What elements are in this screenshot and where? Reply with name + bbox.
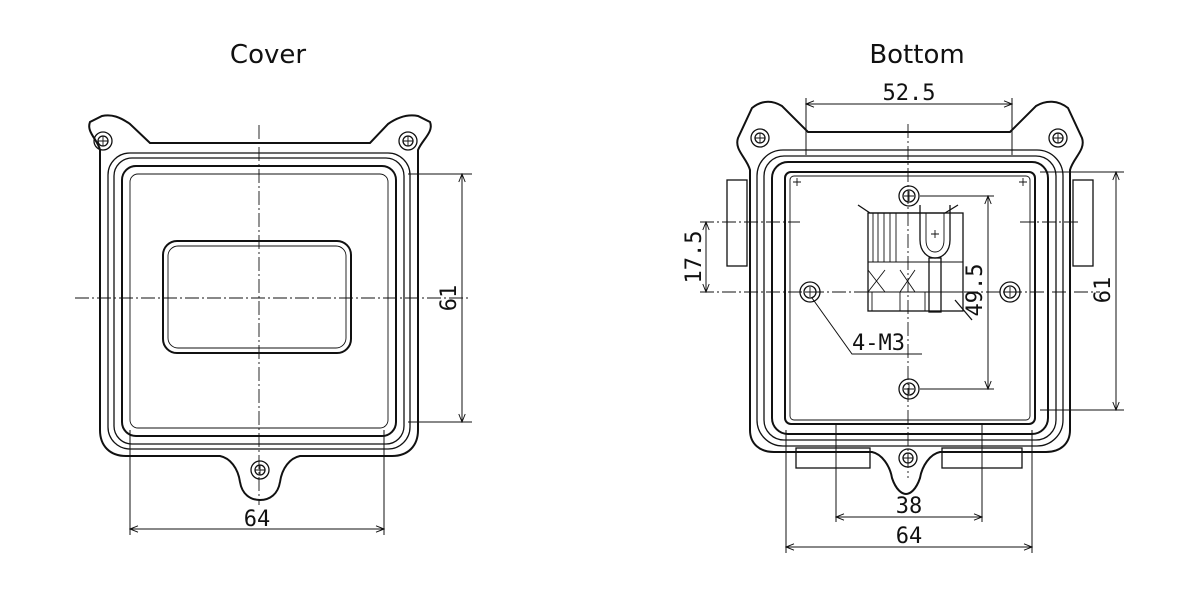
bottom-corner-mark-right [1019, 178, 1027, 186]
bottom-view-title: Bottom [869, 40, 965, 70]
cover-window [162, 240, 352, 354]
bottom-base-inner [789, 175, 1031, 421]
cover-window-inner [167, 245, 347, 349]
cover-width-label: 64 [244, 507, 271, 532]
bottom-screw-hole-left-ear [750, 128, 770, 148]
bottom-width-label: 64 [896, 524, 923, 549]
bottom-drawing: 52.5 17.5 49.5 4-M3 61 38 64 [682, 81, 1124, 553]
bottom-terminal-block [857, 204, 973, 321]
bottom-rim-outer [756, 149, 1064, 447]
bottom-thread-leader [811, 297, 922, 355]
cover-view-title: Cover [229, 40, 307, 70]
bottom-side-lug-right [1072, 179, 1094, 267]
cover-height-label: 61 [437, 285, 462, 312]
cover-outer-flange [88, 114, 432, 502]
cover-screw-hole-left [93, 131, 113, 151]
bottom-mount-hole-top [898, 185, 920, 207]
bottom-hole-spacing-label: 49.5 [963, 264, 988, 317]
bottom-inner-width-label: 38 [896, 494, 923, 519]
cover-screw-hole-right [398, 131, 418, 151]
bottom-height-label: 61 [1091, 277, 1116, 304]
bottom-mount-hole-bottom [898, 378, 920, 400]
bottom-left-offset-label: 17.5 [682, 231, 707, 284]
bottom-base-plate [784, 171, 1036, 425]
bottom-thread-callout: 4-M3 [852, 331, 905, 356]
bottom-top-width-label: 52.5 [883, 81, 936, 106]
bottom-outer-flange [736, 100, 1084, 496]
bottom-corner-mark-left [793, 178, 801, 186]
bottom-body [771, 161, 1049, 435]
cover-drawing: 61 64 [75, 114, 472, 535]
bottom-foot-left [795, 447, 871, 469]
cover-screw-hole-bottom [250, 460, 270, 480]
bottom-side-lug-left [726, 179, 748, 267]
bottom-rim-mid [763, 155, 1057, 441]
bottom-screw-hole-right-ear [1048, 128, 1068, 148]
